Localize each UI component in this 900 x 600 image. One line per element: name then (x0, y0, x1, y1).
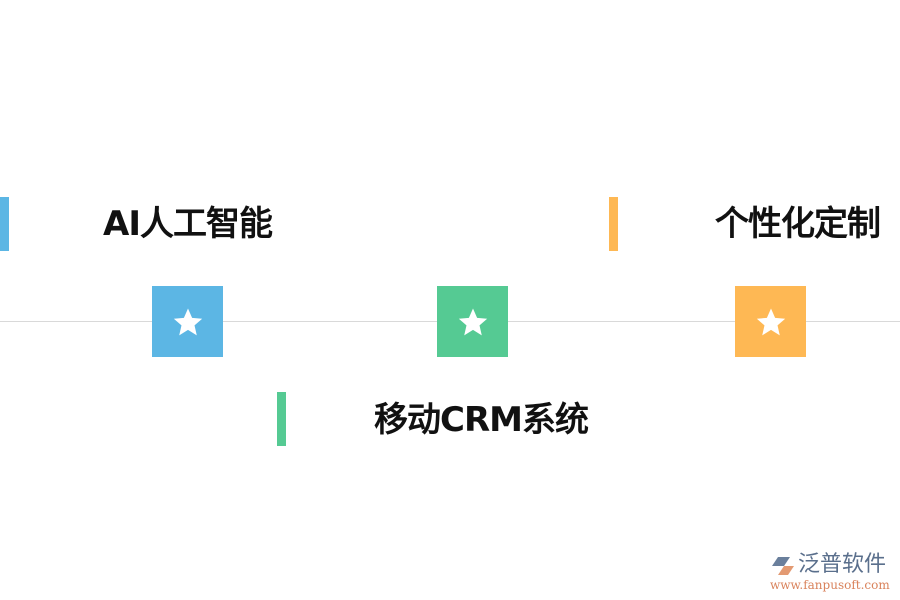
timeline-node-ai (152, 286, 223, 357)
star-icon (756, 308, 785, 335)
accent-bar-mobile-crm (277, 392, 286, 446)
star-icon (458, 308, 487, 335)
item-label-ai: AI人工智能 (103, 204, 273, 244)
accent-bar-customization (609, 197, 618, 251)
brand-logo-icon (772, 557, 794, 575)
item-label-customization: 个性化定制 (715, 204, 881, 244)
timeline-node-mobile-crm (437, 286, 508, 357)
star-icon (173, 308, 202, 335)
watermark-logo: 泛普软件 www.fanpusoft.com (768, 554, 898, 598)
watermark-brand: 泛普软件 (798, 552, 887, 577)
timeline-node-customization (735, 286, 806, 357)
watermark-url: www.fanpusoft.com (770, 578, 890, 592)
accent-bar-ai (0, 197, 9, 251)
item-label-mobile-crm: 移动CRM系统 (374, 400, 589, 440)
